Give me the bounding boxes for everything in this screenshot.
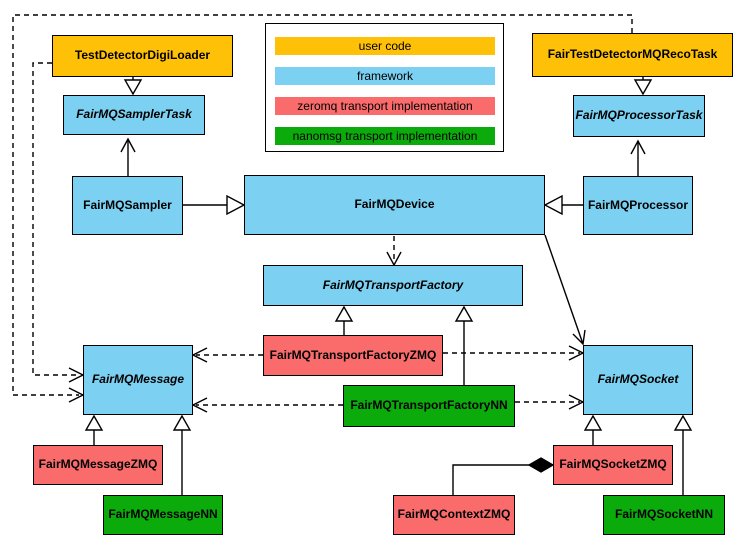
node-fairmqmessagenn: FairMQMessageNN (103, 495, 223, 535)
inheritance-triangle-left-device (543, 194, 563, 216)
edge-contextzmq-socketzmq (452, 464, 530, 495)
open-arrow-right-message-lower (68, 387, 85, 403)
node-fairmqcontextzmq: FairMQContextZMQ (393, 495, 515, 535)
node-label: FairMQProcessor (587, 197, 689, 212)
node-fairtestdetectormqrecotask: FairTestDetectorMQRecoTask (532, 33, 733, 77)
node-fairmqprocessor: FairMQProcessor (583, 176, 693, 235)
node-fairmqmessagezmq: FairMQMessageZMQ (33, 445, 163, 485)
open-arrow-up-processortask (630, 139, 646, 155)
node-label: FairMQSamplerTask (76, 107, 192, 122)
node-label: FairMQContextZMQ (397, 507, 511, 522)
node-label: FairMQMessageNN (108, 507, 218, 522)
inheritance-triangle-up-message-zmq (84, 414, 104, 431)
open-arrow-right-socket-1 (568, 345, 585, 361)
open-arrow-left-message-2 (191, 397, 208, 413)
node-label: FairMQSocket (597, 372, 679, 387)
inheritance-triangle-up-factory-zmq (334, 305, 354, 322)
node-testdetectordigiloader: TestDetectorDigiLoader (52, 35, 233, 77)
node-fairmqsamplertask: FairMQSamplerTask (63, 95, 205, 135)
inheritance-triangle-up-socket-zmq (583, 414, 603, 431)
legend-label: user code (358, 39, 412, 53)
open-arrow-right-socket-2 (568, 394, 585, 410)
node-label: FairMQSocketZMQ (559, 457, 667, 472)
legend-item-zeromq: zeromq transport implementation (275, 97, 495, 115)
open-arrow-down-factory (386, 251, 402, 267)
legend-item-framework: framework (275, 67, 495, 85)
inheritance-triangle-right-device (226, 194, 246, 216)
edge-device-socket (544, 234, 584, 345)
node-label: FairTestDetectorMQRecoTask (547, 47, 718, 62)
inheritance-triangle-up-socket-nn (673, 414, 693, 431)
legend-label: zeromq transport implementation (297, 99, 473, 113)
legend-item-nanomsg: nanomsg transport implementation (275, 127, 495, 145)
node-label: FairMQProcessorTask (575, 108, 703, 123)
open-arrow-diagonal-socket (572, 329, 586, 346)
node-label: FairMQSampler (83, 197, 172, 212)
node-fairmqtransportfactoryzmq: FairMQTransportFactoryZMQ (263, 335, 443, 376)
node-label: FairMQMessageZMQ (38, 457, 158, 472)
node-label: TestDetectorDigiLoader (74, 48, 211, 63)
node-fairmqsocketzmq: FairMQSocketZMQ (553, 445, 673, 485)
node-fairmqmessage: FairMQMessage (83, 345, 193, 415)
composition-diamond-socketzmq (527, 457, 555, 473)
legend-label: framework (356, 69, 413, 83)
legend-label: nanomsg transport implementation (292, 129, 478, 143)
inheritance-triangle-down-processortask (633, 79, 653, 96)
node-fairmqdevice: FairMQDevice (244, 175, 545, 235)
open-arrow-right-message-upper (68, 367, 85, 383)
node-fairmqtransportfactorynn: FairMQTransportFactoryNN (343, 385, 515, 427)
node-label: FairMQSocketNN (614, 507, 714, 522)
legend: user code framework zeromq transport imp… (265, 23, 504, 152)
node-fairmqsocketnn: FairMQSocketNN (603, 495, 725, 535)
inheritance-triangle-down-samplertask (123, 79, 143, 96)
node-label: FairMQMessage (91, 372, 185, 387)
inheritance-triangle-up-message-nn (172, 414, 192, 431)
legend-item-user-code: user code (275, 37, 495, 55)
node-fairmqsampler: FairMQSampler (72, 176, 183, 235)
node-label: FairMQDevice (354, 197, 435, 212)
node-label: FairMQTransportFactory (322, 277, 464, 292)
open-arrow-up-samplertask (120, 137, 136, 153)
node-fairmqprocessortask: FairMQProcessorTask (573, 95, 705, 137)
open-arrow-left-message-1 (191, 347, 208, 363)
node-label: FairMQTransportFactoryZMQ (269, 347, 437, 362)
node-label: FairMQTransportFactoryNN (350, 398, 508, 413)
node-fairmqtransportfactory: FairMQTransportFactory (263, 265, 523, 306)
inheritance-triangle-up-factory-nn (454, 305, 474, 322)
node-fairmqsocket: FairMQSocket (583, 345, 693, 415)
